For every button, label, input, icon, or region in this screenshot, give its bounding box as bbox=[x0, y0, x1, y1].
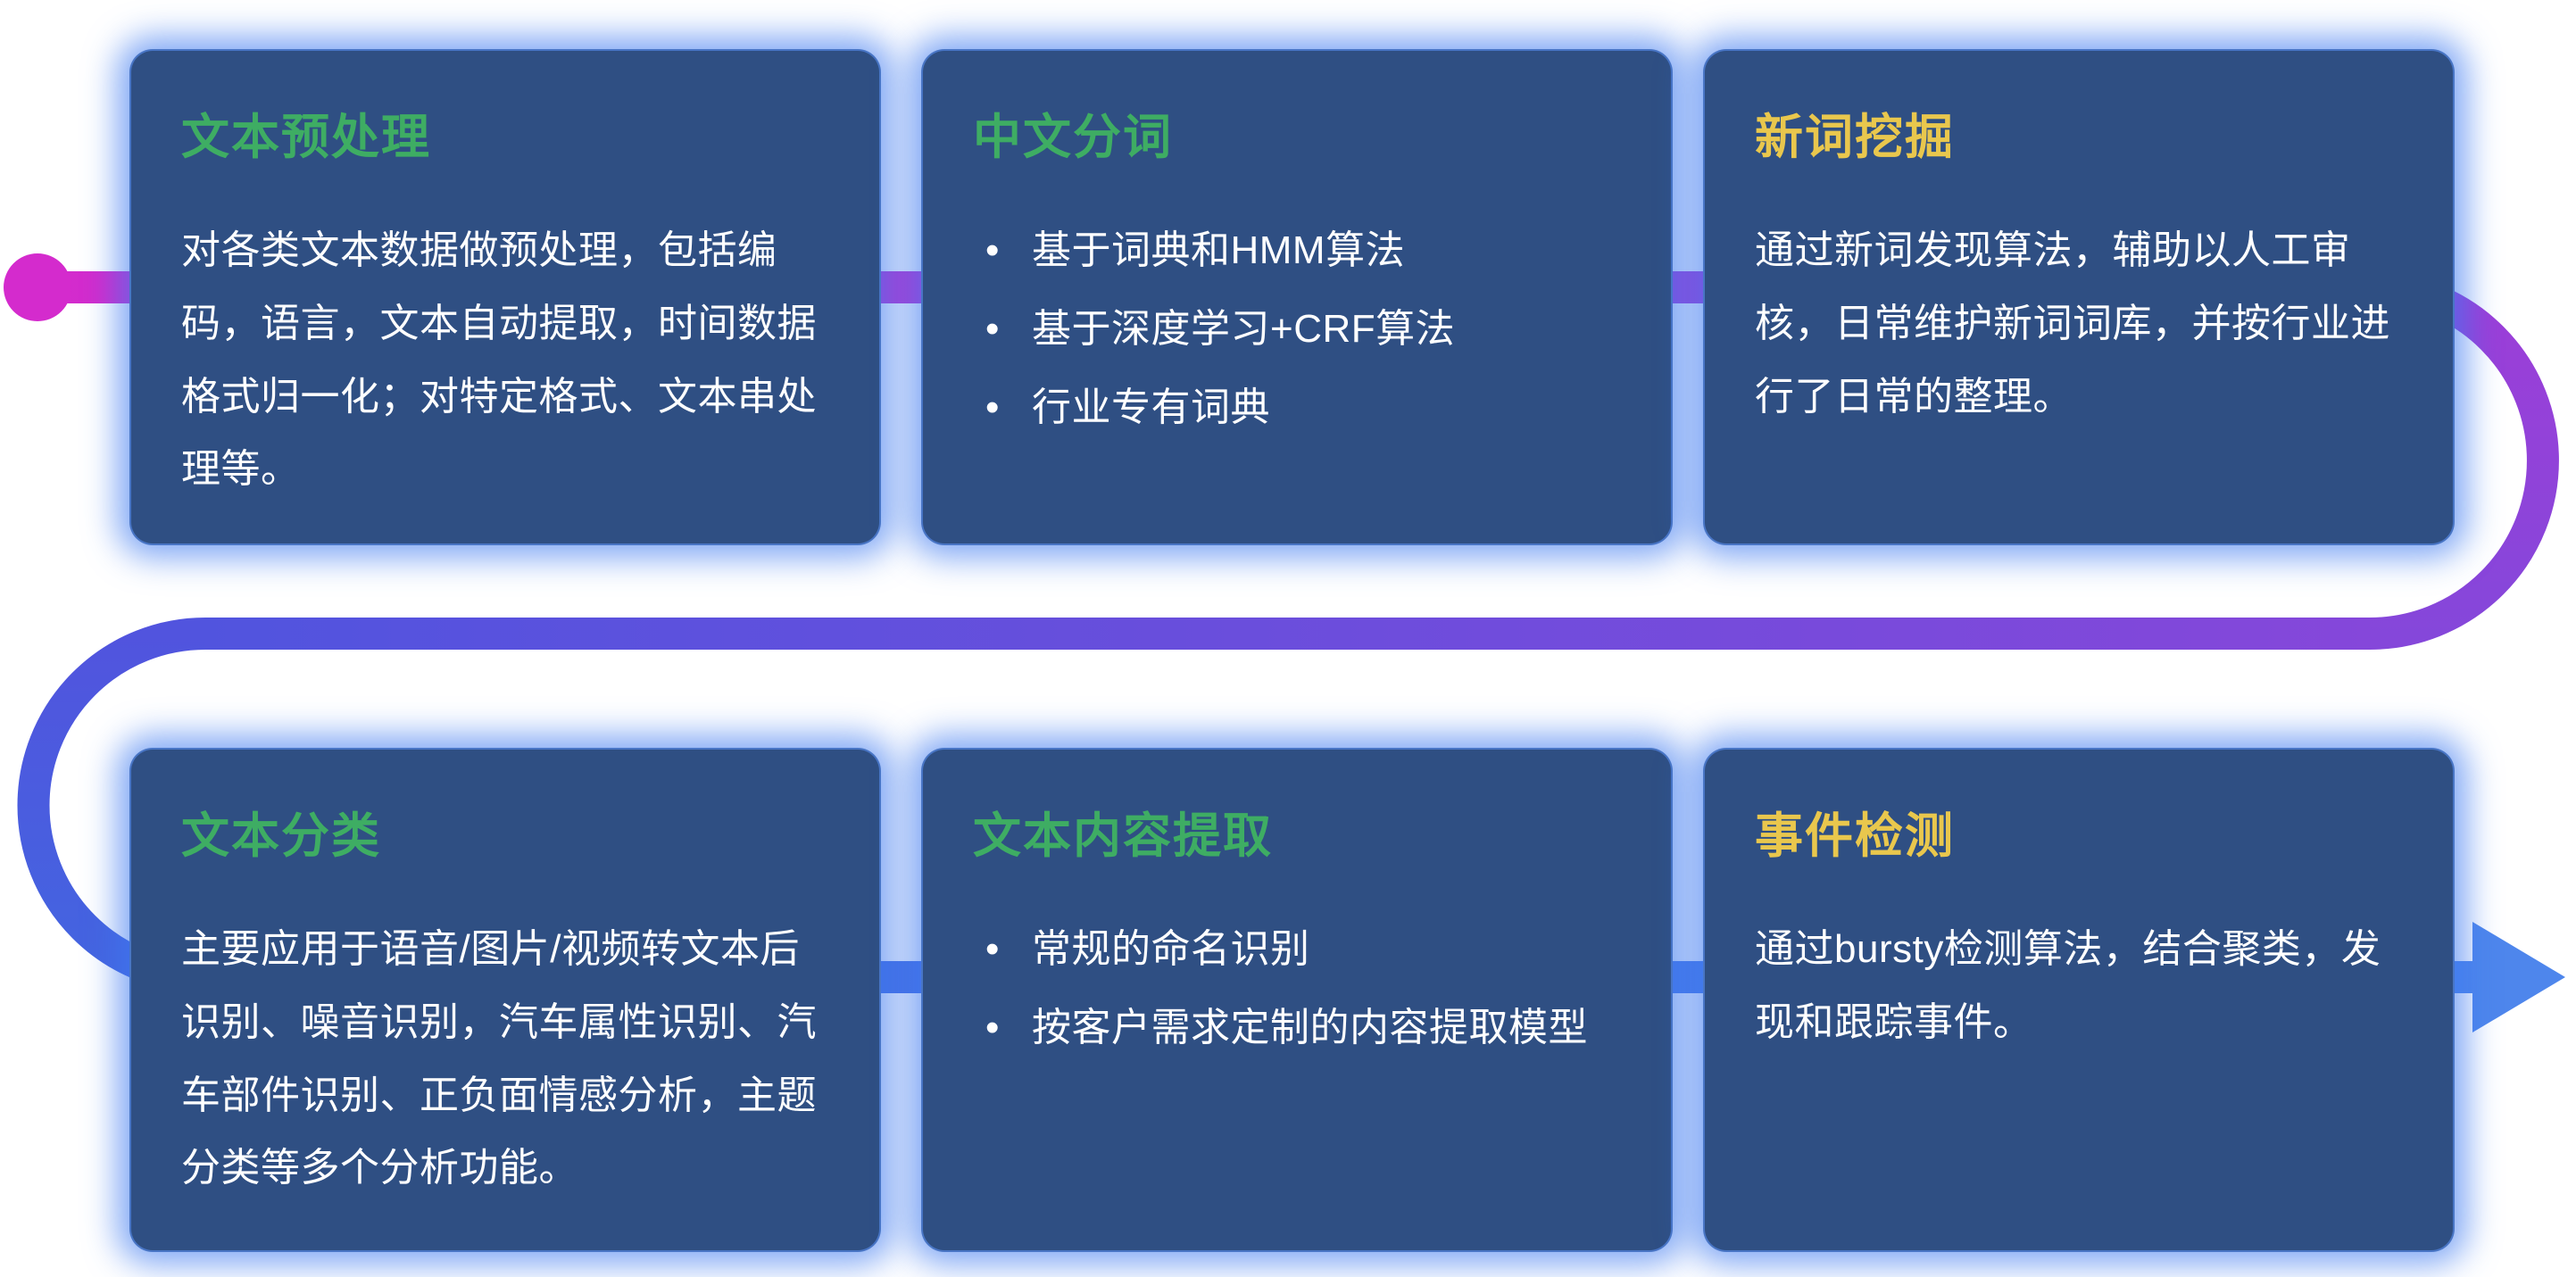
card-title: 新词挖掘 bbox=[1755, 111, 1955, 164]
card-chinese-word-segmentation: 中文分词 基于词典和HMM算法 基于深度学习+CRF算法 行业专有词典 bbox=[921, 49, 1673, 545]
card-text-content-extraction: 文本内容提取 常规的命名识别 按客户需求定制的内容提取模型 bbox=[921, 748, 1673, 1252]
card-title: 文本预处理 bbox=[181, 111, 431, 164]
flow-curve-left bbox=[17, 618, 206, 993]
bullet-item: 基于深度学习+CRF算法 bbox=[973, 293, 1621, 366]
card-new-word-mining: 新词挖掘 通过新词发现算法，辅助以人工审核，日常维护新词词库，并按行业进行了日常… bbox=[1703, 49, 2455, 545]
flow-arrow-icon bbox=[2472, 922, 2565, 1032]
card-body: 通过bursty检测算法，结合聚类，发现和跟踪事件。 bbox=[1755, 927, 2381, 1044]
bullet-item: 基于词典和HMM算法 bbox=[973, 214, 1621, 287]
bullet-item: 行业专有词典 bbox=[973, 371, 1621, 444]
bullet-item: 按客户需求定制的内容提取模型 bbox=[973, 991, 1621, 1065]
card-title: 文本分类 bbox=[181, 809, 381, 863]
card-body: 对各类文本数据做预处理，包括编码，语言，文本自动提取，时间数据格式归一化；对特定… bbox=[181, 228, 817, 492]
card-title: 中文分词 bbox=[973, 111, 1173, 164]
card-body: 主要应用于语音/图片/视频转文本后识别、噪音识别，汽车属性识别、汽车部件识别、正… bbox=[181, 927, 817, 1190]
card-body: 通过新词发现算法，辅助以人工审核，日常维护新词词库，并按行业进行了日常的整理。 bbox=[1755, 228, 2390, 419]
card-title: 事件检测 bbox=[1755, 809, 1955, 863]
card-title: 文本内容提取 bbox=[973, 809, 1273, 863]
bullet-list: 常规的命名识别 按客户需求定制的内容提取模型 bbox=[973, 913, 1621, 1065]
bullet-item: 常规的命名识别 bbox=[973, 913, 1621, 986]
flow-start-dot bbox=[4, 253, 71, 321]
card-event-detection: 事件检测 通过bursty检测算法，结合聚类，发现和跟踪事件。 bbox=[1703, 748, 2455, 1252]
card-text-classification: 文本分类 主要应用于语音/图片/视频转文本后识别、噪音识别，汽车属性识别、汽车部… bbox=[129, 748, 881, 1252]
card-text-preprocessing: 文本预处理 对各类文本数据做预处理，包括编码，语言，文本自动提取，时间数据格式归… bbox=[129, 49, 881, 545]
bullet-list: 基于词典和HMM算法 基于深度学习+CRF算法 行业专有词典 bbox=[973, 214, 1621, 444]
